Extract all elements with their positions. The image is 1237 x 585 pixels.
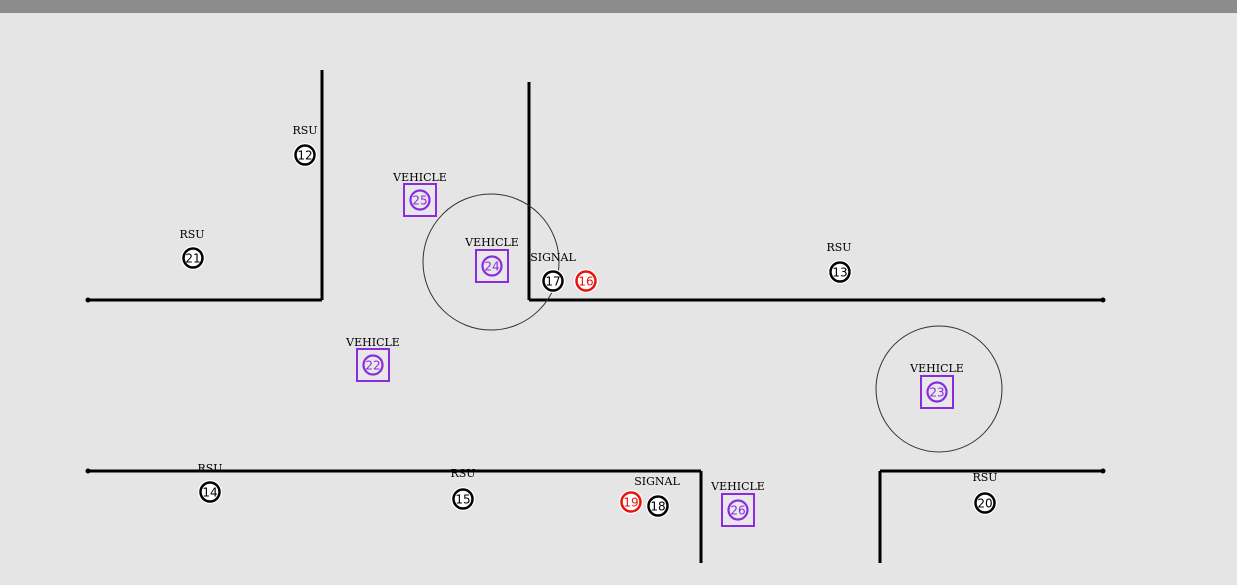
rsu-20-id: 20 xyxy=(977,497,992,511)
signal-19-id: 19 xyxy=(623,496,638,510)
rsu-14-id: 14 xyxy=(202,486,217,500)
rsu-21[interactable]: RSU 21 xyxy=(179,228,205,270)
vehicle-23[interactable]: VEHICLE 23 xyxy=(909,362,964,409)
signal-18[interactable]: 18 xyxy=(646,494,670,518)
signal-18-id: 18 xyxy=(650,500,665,514)
rsu-20[interactable]: RSU 20 xyxy=(972,471,998,515)
top-bar xyxy=(0,0,1237,13)
rsu-20-node-icon xyxy=(974,492,996,514)
vehicle-26-box-icon xyxy=(721,493,755,527)
rsu-13[interactable]: RSU 13 xyxy=(826,241,852,284)
rsu-20-type-label: RSU xyxy=(972,471,997,484)
vehicle-25-id: 25 xyxy=(412,194,427,208)
signal-16-node-icon xyxy=(575,270,597,292)
rsu-21-node-icon xyxy=(182,247,204,269)
signal-17-id: 17 xyxy=(545,275,560,289)
rsu-13-type-label: RSU xyxy=(826,241,851,254)
rsu-12[interactable]: RSU 12 xyxy=(292,124,318,167)
signal-16-id: 16 xyxy=(578,275,593,289)
vehicle-24-id: 24 xyxy=(484,260,499,274)
signal-17-node-icon xyxy=(542,270,564,292)
vehicle-25-type-label: VEHICLE xyxy=(392,171,447,184)
vehicle-23-type-label: VEHICLE xyxy=(909,362,964,375)
roads xyxy=(88,70,1103,563)
signal-17-type-label: SIGNAL xyxy=(530,251,576,264)
rsu-21-id: 21 xyxy=(185,252,200,266)
vehicle-22-box-icon xyxy=(356,348,390,382)
rsu-21-type-label: RSU xyxy=(179,228,204,241)
rsu-12-node-icon xyxy=(294,144,316,166)
vehicle-22-id: 22 xyxy=(365,359,380,373)
rsu-14-node-icon xyxy=(199,481,221,503)
rsu-14[interactable]: RSU 14 xyxy=(197,462,223,504)
rsu-13-node-icon xyxy=(829,261,851,283)
rsu-13-id: 13 xyxy=(832,266,847,280)
vehicle-26-type-label: VEHICLE xyxy=(710,480,765,493)
signal-17[interactable]: 17 xyxy=(541,269,565,293)
vehicle-22-type-label: VEHICLE xyxy=(345,336,400,349)
vehicle-24-box-icon xyxy=(475,249,509,283)
rsu-12-id: 12 xyxy=(297,149,312,163)
vehicle-23-id: 23 xyxy=(929,386,944,400)
road-end-marker xyxy=(1100,468,1106,474)
vehicle-24[interactable]: VEHICLE 24 xyxy=(464,236,519,283)
signal-19[interactable]: 19 xyxy=(619,490,643,514)
signal-19-node-icon xyxy=(620,491,642,513)
vehicle-23-node-icon xyxy=(926,381,948,403)
vehicle-24-node-icon xyxy=(481,255,503,277)
vehicle-25[interactable]: VEHICLE 25 xyxy=(392,171,447,217)
vehicle-25-node-icon xyxy=(409,189,431,211)
vehicle-25-box-icon xyxy=(403,183,437,217)
vehicle-26[interactable]: VEHICLE 26 xyxy=(710,480,765,527)
rsu-15[interactable]: RSU 15 xyxy=(450,467,476,511)
rsu-15-node-icon xyxy=(452,488,474,510)
vehicle-26-node-icon xyxy=(727,499,749,521)
rsu-15-id: 15 xyxy=(455,493,470,507)
vehicle-26-id: 26 xyxy=(730,504,745,518)
road-end-marker xyxy=(1100,297,1106,303)
road-end-marker xyxy=(85,297,91,303)
road-end-markers xyxy=(85,297,1106,474)
signal-18-type-label: SIGNAL xyxy=(634,475,680,488)
road-end-marker xyxy=(85,468,91,474)
vehicle-23-box-icon xyxy=(920,375,954,409)
signal-16[interactable]: 16 xyxy=(574,269,598,293)
vehicle-24-range-circle xyxy=(422,193,560,331)
rsu-12-type-label: RSU xyxy=(292,124,317,137)
signal-18-node-icon xyxy=(647,495,669,517)
vehicle-24-type-label: VEHICLE xyxy=(464,236,519,249)
rsu-14-type-label: RSU xyxy=(197,462,222,475)
rsu-15-type-label: RSU xyxy=(450,467,475,480)
vehicle-22-node-icon xyxy=(362,354,384,376)
vehicle-23-range-circle xyxy=(875,325,1003,453)
vehicle-22[interactable]: VEHICLE 22 xyxy=(345,336,400,382)
